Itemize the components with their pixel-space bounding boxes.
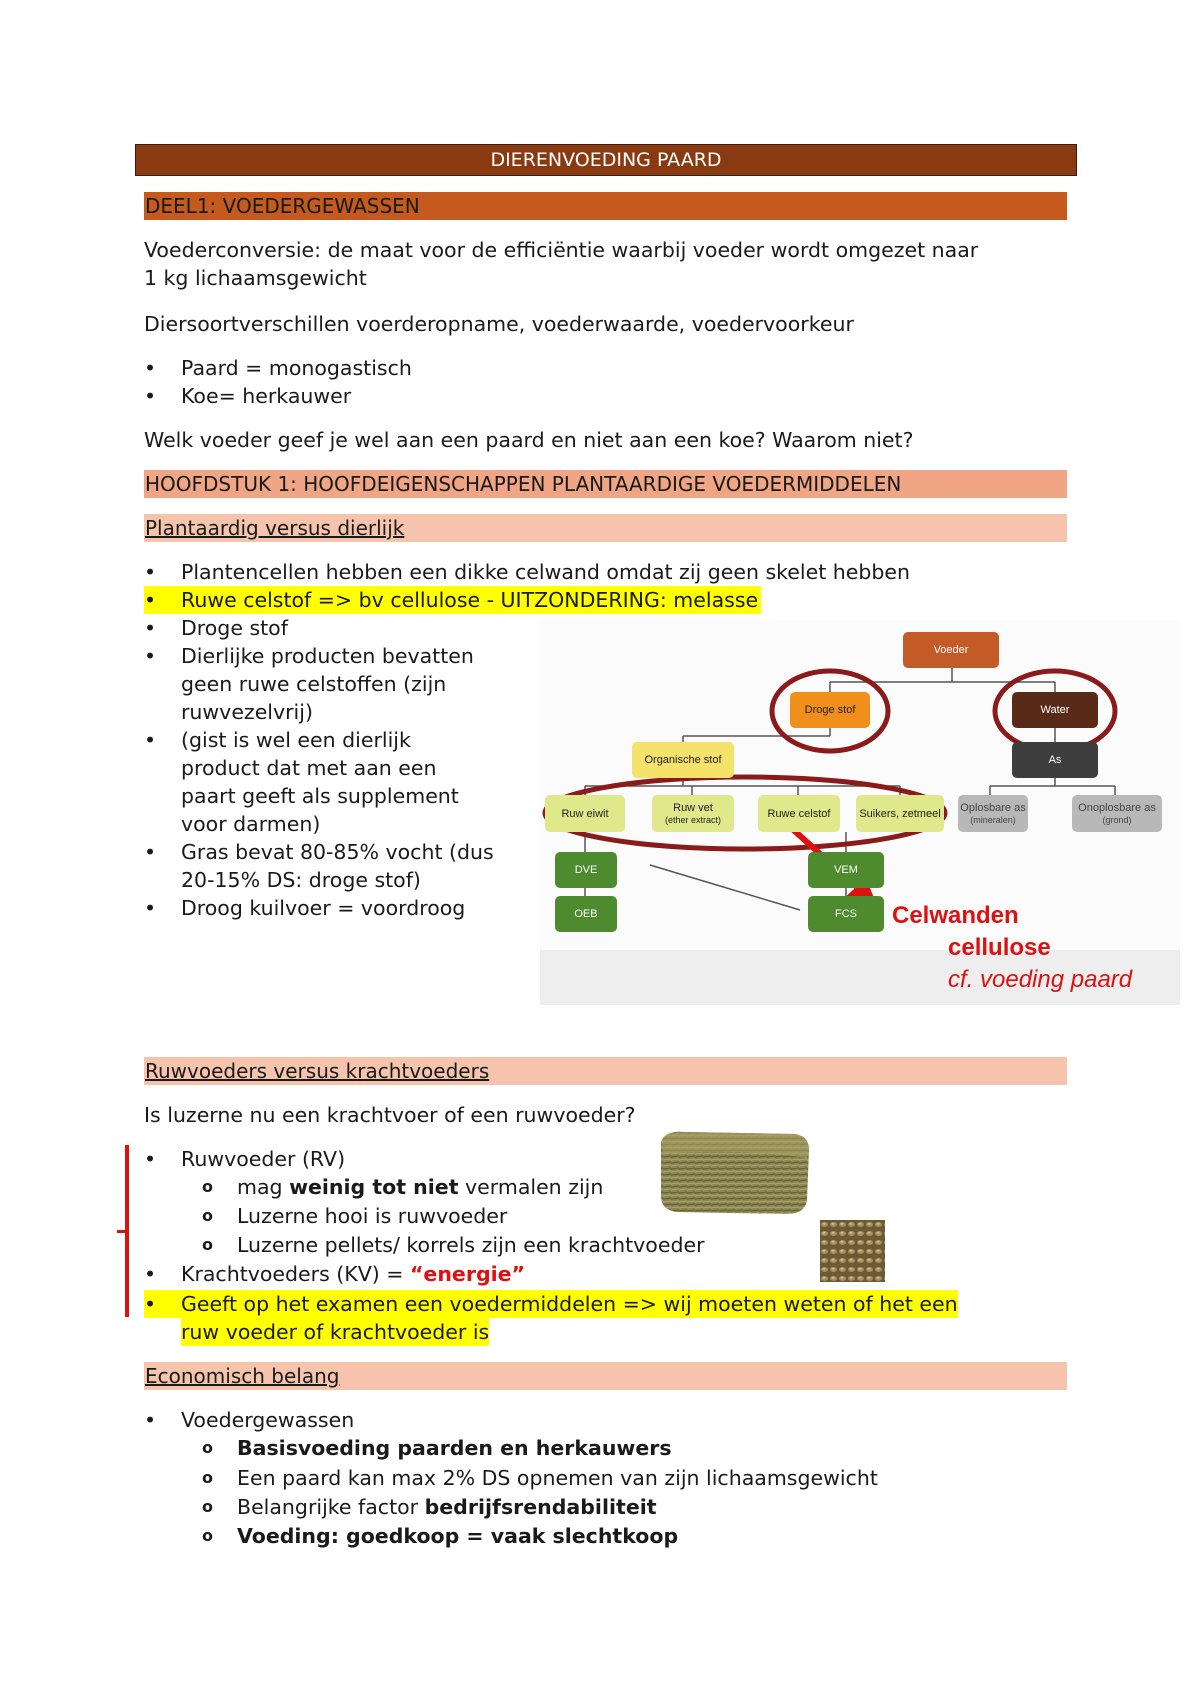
node-dve: DVE [555,852,617,888]
node-suikers-zetmeel: Suikers, zetmeel [856,795,944,832]
pellets-image [820,1220,885,1282]
list-item: •Droog kuilvoer = voordroog [144,896,466,920]
node-onoplosbare-as: Onoplosbare as(grond) [1072,795,1162,832]
list-item-highlighted: •Geeft op het examen een voedermiddelen … [144,1290,958,1318]
list-item-highlighted-cont: ruw voeder of krachtvoeder is [181,1318,490,1346]
document-title: DIERENVOEDING PAARD [135,144,1077,176]
node-ruwe-celstof: Ruwe celstof [758,795,840,832]
list-item: •Koe= herkauwer [144,384,352,408]
caption-celwanden: Celwanden [892,902,1019,929]
margin-bracket-tick [117,1230,127,1233]
question-luzerne: Is luzerne nu een krachtvoer of een ruwv… [144,1103,636,1127]
paragraph-diersoort: Diersoortverschillen voerderopname, voed… [144,312,854,336]
node-oeb: OEB [555,896,617,932]
chapter-heading: HOOFDSTUK 1: HOOFDEIGENSCHAPPEN PLANTAAR… [144,470,1067,498]
list-item: •Ruwvoeder (RV) [144,1147,346,1171]
list-item: •Paard = monogastisch [144,356,412,380]
node-as: As [1012,742,1098,778]
node-oplosbare-as: Oplosbare as(mineralen) [958,795,1028,832]
node-organische-stof: Organische stof [632,742,734,778]
pellets-graphic [820,1220,885,1282]
node-voeder: Voeder [903,632,999,668]
caption-cellulose: cellulose [948,934,1051,961]
node-ruw-eiwit: Ruw eiwit [545,795,625,832]
caption-voeding-paard: cf. voeding paard [948,966,1133,993]
feed-composition-diagram: Voeder Droge stof Water Organische stof … [540,620,1180,1005]
node-fcs: FCS [808,896,884,932]
list-item: •Krachtvoeders (KV) = “energie” [144,1262,526,1286]
part-heading: DEEL1: VOEDERGEWASSEN [144,192,1067,220]
list-item: •Gras bevat 80-85% vocht (dus 20-15% DS:… [144,840,494,892]
list-item: •(gist is wel een dierlijk product dat m… [144,728,459,836]
list-item: •Voedergewassen [144,1408,355,1432]
hay-bale-image [655,1128,813,1218]
section-heading-ruwvoeders: Ruwvoeders versus krachtvoeders [144,1057,1067,1085]
margin-bracket [125,1145,129,1317]
question-voeder: Welk voeder geef je wel aan een paard en… [144,428,914,452]
section-heading-plantaardig: Plantaardig versus dierlijk [144,514,1067,542]
node-droge-stof: Droge stof [790,692,870,728]
paragraph-voederconversie-cont: 1 kg lichaamsgewicht [144,266,367,290]
list-item: •Plantencellen hebben een dikke celwand … [144,560,911,584]
node-water: Water [1012,692,1098,728]
node-ruw-vet: Ruw vet(ether extract) [652,795,734,832]
hay-bale-graphic [661,1131,809,1214]
list-item: •Dierlijke producten bevatten geen ruwe … [144,644,474,724]
section-heading-economisch: Economisch belang [144,1362,1067,1390]
node-vem: VEM [808,852,884,888]
list-item: •Droge stof [144,616,288,640]
list-item-highlighted: •Ruwe celstof => bv cellulose - UITZONDE… [144,586,762,614]
paragraph-voederconversie: Voederconversie: de maat voor de efficië… [144,238,979,262]
